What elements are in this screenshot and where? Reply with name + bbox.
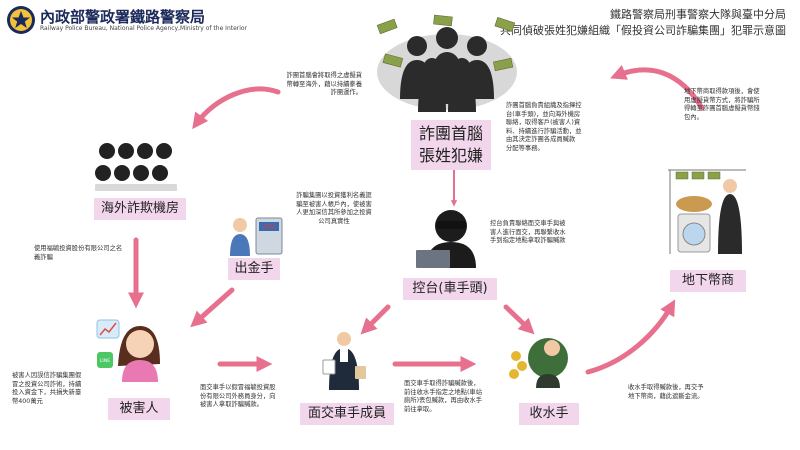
note-victim: 被害人因誤信詐騙集團假 冒之投資公司詐術，持續 投入資金下，共損失新臺 幣400… — [12, 372, 82, 405]
leader-group-illustration — [376, 14, 517, 112]
courier-illustration — [322, 332, 366, 390]
note-cashier: 詐騙集團以投資獲利名義誆 騙至被害人帳戶內，使被害 人更加深信其所參加之投資 公… — [296, 192, 372, 225]
underground-illustration — [668, 169, 746, 254]
arrow-operator-to-collector — [503, 304, 535, 335]
operator-illustration — [416, 210, 476, 268]
node-courier: 面交車手成員 — [300, 403, 394, 425]
node-collector: 收水手 — [519, 403, 579, 425]
note-collector: 面交車手取得詐騙贓款後， 前往收水手指定之地點(車站 廁所)丟包贓款，再由收水手… — [404, 380, 483, 413]
note-courier2: 收水手取得贓款後，再交予 地下幣商，藉此遮斷金流。 — [628, 384, 704, 400]
atm-cashier-illustration: ATM — [230, 217, 283, 256]
atm-label: ATM — [263, 224, 275, 231]
node-cashier: 出金手 — [228, 258, 280, 280]
node-leader-line2: 張姓犯嫌 — [418, 146, 483, 165]
node-victim: 被害人 — [108, 398, 170, 420]
node-overseas: 海外詐欺機房 — [94, 198, 186, 220]
note-leader-top: 詐團首腦會將取得之虛擬貨 幣轉至海外，藉以持續豢養 詐團運作。 — [286, 72, 362, 97]
note-underground: 地下幣商取得款項後，會使 用虛擬貨幣方式，將詐騙所 得轉至詐團首腦虛擬貨幣錢 包… — [684, 88, 760, 121]
victim-illustration: LINE — [96, 319, 160, 382]
diagram-title-line2: 共同偵破張姓犯嫌組織「假投資公司詐騙集團」犯罪示意圖 — [500, 24, 786, 37]
diagram-title-line1: 鐵路警察局刑事警察大隊與臺中分局 — [610, 8, 786, 21]
node-underground: 地下幣商 — [670, 270, 746, 292]
node-operator: 控台(車手頭) — [403, 278, 497, 300]
arrow-underground-to-leader — [610, 64, 705, 111]
org-name-english: Railway Police Bureau, National Police A… — [40, 25, 248, 32]
collector-illustration — [509, 338, 568, 388]
line-app-label: LINE — [100, 358, 110, 364]
org-name: 內政部警政署鐵路警察局 — [40, 8, 206, 26]
note-operator: 控台負責聯絡面交車手與被 害人進行面交，再聯繫收水 手到指定地點拿取詐騙贓款 — [490, 220, 566, 245]
note-overseas: 使用福毓投資股份有限公司之名 義詐騙 — [34, 245, 123, 261]
overseas-hackers-illustration — [95, 143, 177, 191]
node-leader-box: 詐團首腦 張姓犯嫌 — [411, 120, 491, 170]
note-leader-right: 詐團首腦負責組織及指揮控 台(車手頭)，並向海外機房 聯絡，取得客戶(被害人)資… — [506, 102, 582, 152]
arrow-collector-to-underground — [585, 299, 676, 375]
police-badge-icon — [7, 6, 35, 34]
arrow-cashier-to-victim — [190, 287, 235, 328]
note-courier: 面交車手以假冒福毓投資股 份有限公司外務員身分，向 被害人拿取詐騙贓款。 — [200, 384, 276, 409]
arrow-leader-to-overseas — [192, 86, 281, 130]
arrow-operator-to-courier — [360, 304, 391, 335]
node-leader-line1: 詐團首腦 — [418, 124, 483, 143]
